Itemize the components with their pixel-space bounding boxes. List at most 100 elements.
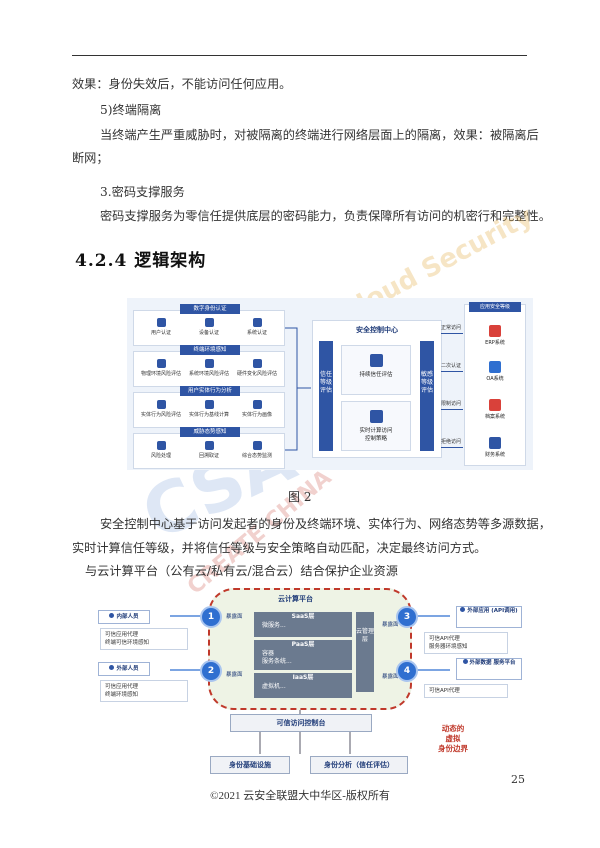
center-title: 安全控制中心 <box>356 326 398 334</box>
external-app: 外部应用 (API调用) <box>456 606 522 628</box>
input-connectors <box>285 327 311 451</box>
access-limited: 限制访问 <box>441 401 462 407</box>
item: 实体行为基线计算 <box>185 400 233 418</box>
identity-infrastructure: 身份基础设施 <box>210 756 290 774</box>
monitor-icon <box>204 359 214 368</box>
para-control-center-1: 安全控制中心基于访问发起者的身份及终端环境、实体行为、网络态势等多源数据， <box>100 517 551 531</box>
system-oa: OA系统 <box>465 361 525 382</box>
para-cloud: 与云计算平台（公有云/私有云/混合云）结合保护企业资源 <box>85 564 398 578</box>
person-icon <box>109 613 115 618</box>
continuous-trust-box: 持续信任评估 <box>341 345 411 395</box>
header-rule <box>72 55 527 56</box>
access-second-auth: 二次认证 <box>441 363 462 369</box>
item: 系统认证 <box>233 318 281 336</box>
security-control-center: 安全控制中心 信任等级评估 敏感等级评估 持续信任评估 实时计算访问控制策略 <box>312 320 442 458</box>
badge-4: 4 <box>396 660 418 682</box>
system-finance: 财务系统 <box>465 437 525 458</box>
group-terminal: 终端环境感知 物理环境风险评估 系统环境风险评估 硬件变化风险评估 <box>133 345 285 387</box>
group-behavior: 用户实体行为分析 实体行为风险评估 实体行为基线计算 实体行为画像 <box>133 386 285 428</box>
page-number: 25 <box>511 773 525 786</box>
item: 设备认证 <box>185 318 233 336</box>
behavior-icon <box>156 400 166 409</box>
external-data-notes: 可信API代理 <box>424 684 508 698</box>
arrow <box>441 447 463 448</box>
group-title: 数字身份认证 <box>180 304 240 314</box>
item: 实体行为画像 <box>233 400 281 418</box>
subheading-crypto: 3.密码支撑服务 <box>100 185 185 199</box>
exposure-label: 暴露面 <box>226 672 243 678</box>
item: 综合态势监测 <box>233 441 281 459</box>
subheading-terminal-isolation: 5)终端隔离 <box>100 103 162 117</box>
hardware-icon <box>252 359 262 368</box>
group-threat: 威胁态势感知 风险处理 回溯取证 综合态势监测 <box>133 427 285 469</box>
external-data-platform: 外部数据 服务平台 <box>456 658 522 680</box>
external-staff: 外部人员 <box>98 662 150 676</box>
cube-icon <box>156 359 166 368</box>
finance-icon <box>489 437 501 449</box>
internal-staff-notes: 可信应用代理终端可信环境感知 <box>100 628 188 650</box>
sensitivity-level-bar: 敏感等级评估 <box>420 341 434 451</box>
exposure-label: 暴露面 <box>382 674 399 680</box>
para-control-center-2: 实时计算信任等级，并将信任等级与安全策略自动匹配，决定最终访问方式。 <box>72 541 487 555</box>
system-archive: 档案系统 <box>465 399 525 420</box>
badge-1: 1 <box>200 606 222 628</box>
group-identity: 数字身份认证 用户认证 设备认证 系统认证 <box>133 304 285 346</box>
archive-icon <box>489 399 501 411</box>
item: 物理环境风险评估 <box>137 359 185 377</box>
footer-copyright: ©2021 云安全联盟大中华区-版权所有 <box>210 790 390 802</box>
paas-layer: PaaS层容器服务条统... <box>254 640 352 670</box>
gear-icon <box>460 607 466 612</box>
shield-icon <box>156 441 166 450</box>
access-normal: 正常访问 <box>441 325 462 331</box>
logical-architecture-diagram: 数字身份认证 用户认证 设备认证 系统认证 终端环境感知 物理环境风险评估 系统… <box>127 298 533 470</box>
item: 实体行为风险评估 <box>137 400 185 418</box>
saas-layer: SaaS层微服务... <box>254 612 352 637</box>
cloud-protection-diagram: 云计算平台 暴露面 暴露面 暴露面 暴露面 SaaS层微服务... PaaS层容… <box>70 586 530 780</box>
system-erp: ERP系统 <box>465 325 525 346</box>
chart-icon <box>369 410 383 423</box>
arrow <box>441 371 463 372</box>
para-effect: 效果：身份失效后，不能访问任何应用。 <box>72 77 292 91</box>
gear-icon <box>252 318 262 327</box>
cloud-title: 云计算平台 <box>278 595 313 603</box>
para-isolation-2: 断网； <box>72 151 109 165</box>
iaas-layer: IaaS层虚拟机... <box>254 673 352 698</box>
cloud-management-layer: 云管理层 <box>356 612 374 692</box>
group-title: 用户实体行为分析 <box>180 386 240 396</box>
exposure-label: 暴露面 <box>382 622 399 628</box>
oa-icon <box>489 361 501 373</box>
item: 硬件变化风险评估 <box>233 359 281 377</box>
identity-analysis: 身份分析（信任评估） <box>310 756 408 774</box>
exposure-label: 暴露面 <box>226 614 243 620</box>
para-crypto: 密码支撑服务为零信任提供底层的密码能力，负责保障所有访问的机密行和完整性。 <box>100 209 551 223</box>
dynamic-identity-boundary: 动态的虚拟身份边界 <box>438 724 468 753</box>
arrow <box>441 333 463 334</box>
figure-caption: 图 2 <box>288 490 312 504</box>
forensics-icon <box>204 441 214 450</box>
profile-icon <box>252 400 262 409</box>
gear-icon <box>462 659 468 664</box>
para-isolation-1: 当终端产生严重威胁时，对被隔离的终端进行网络层面上的隔离，效果：被隔离后 <box>100 128 539 142</box>
external-staff-notes: 可信应用代理终端环境感知 <box>100 680 188 702</box>
internal-staff: 内部人员 <box>98 610 150 624</box>
person-icon <box>109 665 115 670</box>
section-heading: 4.2.4 逻辑架构 <box>75 251 207 271</box>
app-panel-title: 应用安全等级 <box>469 302 521 312</box>
user-icon <box>156 318 166 327</box>
flow-connectors <box>170 615 450 754</box>
trusted-access-console: 可信访问控制台 <box>230 714 372 732</box>
cloud-platform: 云计算平台 暴露面 暴露面 暴露面 暴露面 SaaS层微服务... PaaS层容… <box>208 588 412 710</box>
shield-icon <box>369 354 383 367</box>
baseline-icon <box>204 400 214 409</box>
group-title: 终端环境感知 <box>180 345 240 355</box>
badge-3: 3 <box>396 606 418 628</box>
access-deny: 拒绝访问 <box>441 439 462 445</box>
item: 风险处理 <box>137 441 185 459</box>
trust-level-bar: 信任等级评估 <box>319 341 333 451</box>
radar-icon <box>252 441 262 450</box>
group-title: 威胁态势感知 <box>180 427 240 437</box>
item: 系统环境风险评估 <box>185 359 233 377</box>
item: 回溯取证 <box>185 441 233 459</box>
device-icon <box>204 318 214 327</box>
erp-icon <box>489 325 501 337</box>
